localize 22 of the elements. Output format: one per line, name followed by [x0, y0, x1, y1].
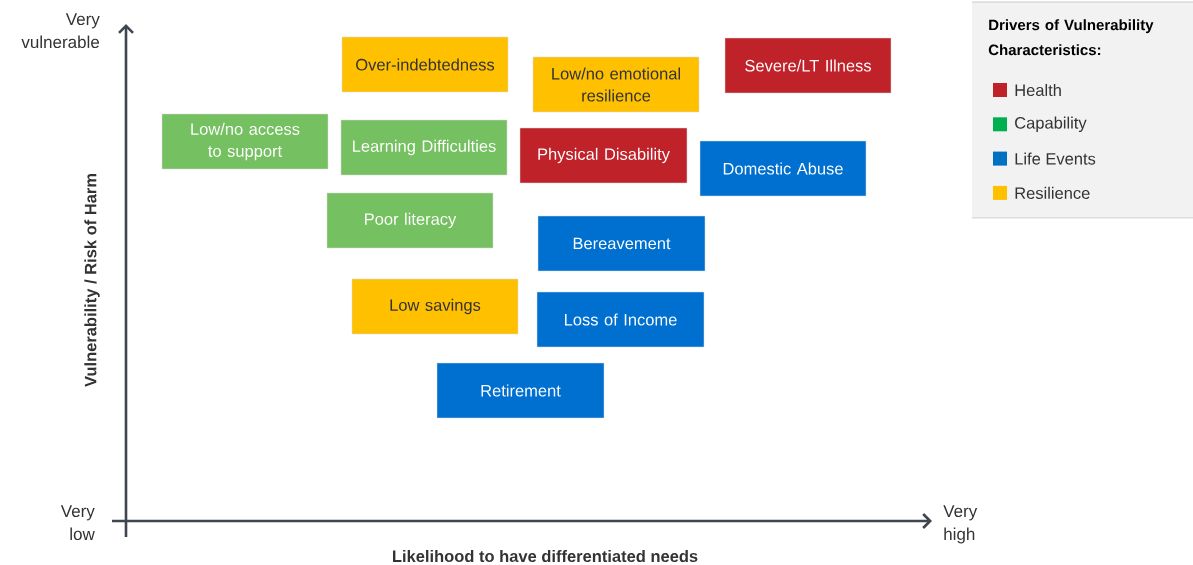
legend-label: Capability	[1015, 116, 1087, 132]
axis-title: Vulnerability / Risk of Harm	[84, 174, 100, 387]
category-box: Low/no access to support	[161, 113, 329, 170]
category-box: Low/no emotional resilience	[532, 56, 700, 113]
category-box: Retirement	[436, 362, 605, 419]
category-box: Learning Difficulties	[340, 119, 508, 176]
axis-end-label: Very high	[943, 505, 978, 544]
legend-label: Resilience	[1015, 186, 1090, 199]
category-box: Severe/LT Illness	[724, 37, 892, 94]
category-box: Domestic Abuse	[699, 140, 867, 197]
legend-label: Life Events	[1015, 152, 1096, 165]
category-box: Poor literacy	[326, 192, 494, 249]
legend-label: Health	[1015, 83, 1061, 97]
axis-title: Likelihood to have differentiated needs	[393, 549, 698, 563]
category-box: Over-indebtedness	[341, 36, 509, 93]
axis-end-label: Very vulnerable	[21, 13, 100, 49]
legend-title: Drivers of Vulnerability Characteristics:	[988, 19, 1154, 56]
category-box: Low savings	[351, 278, 519, 335]
category-box: Loss of Income	[536, 291, 705, 348]
category-box: Bereavement	[537, 215, 706, 272]
category-box: Physical Disability	[519, 127, 688, 184]
axis-end-label: Very low	[60, 505, 95, 541]
